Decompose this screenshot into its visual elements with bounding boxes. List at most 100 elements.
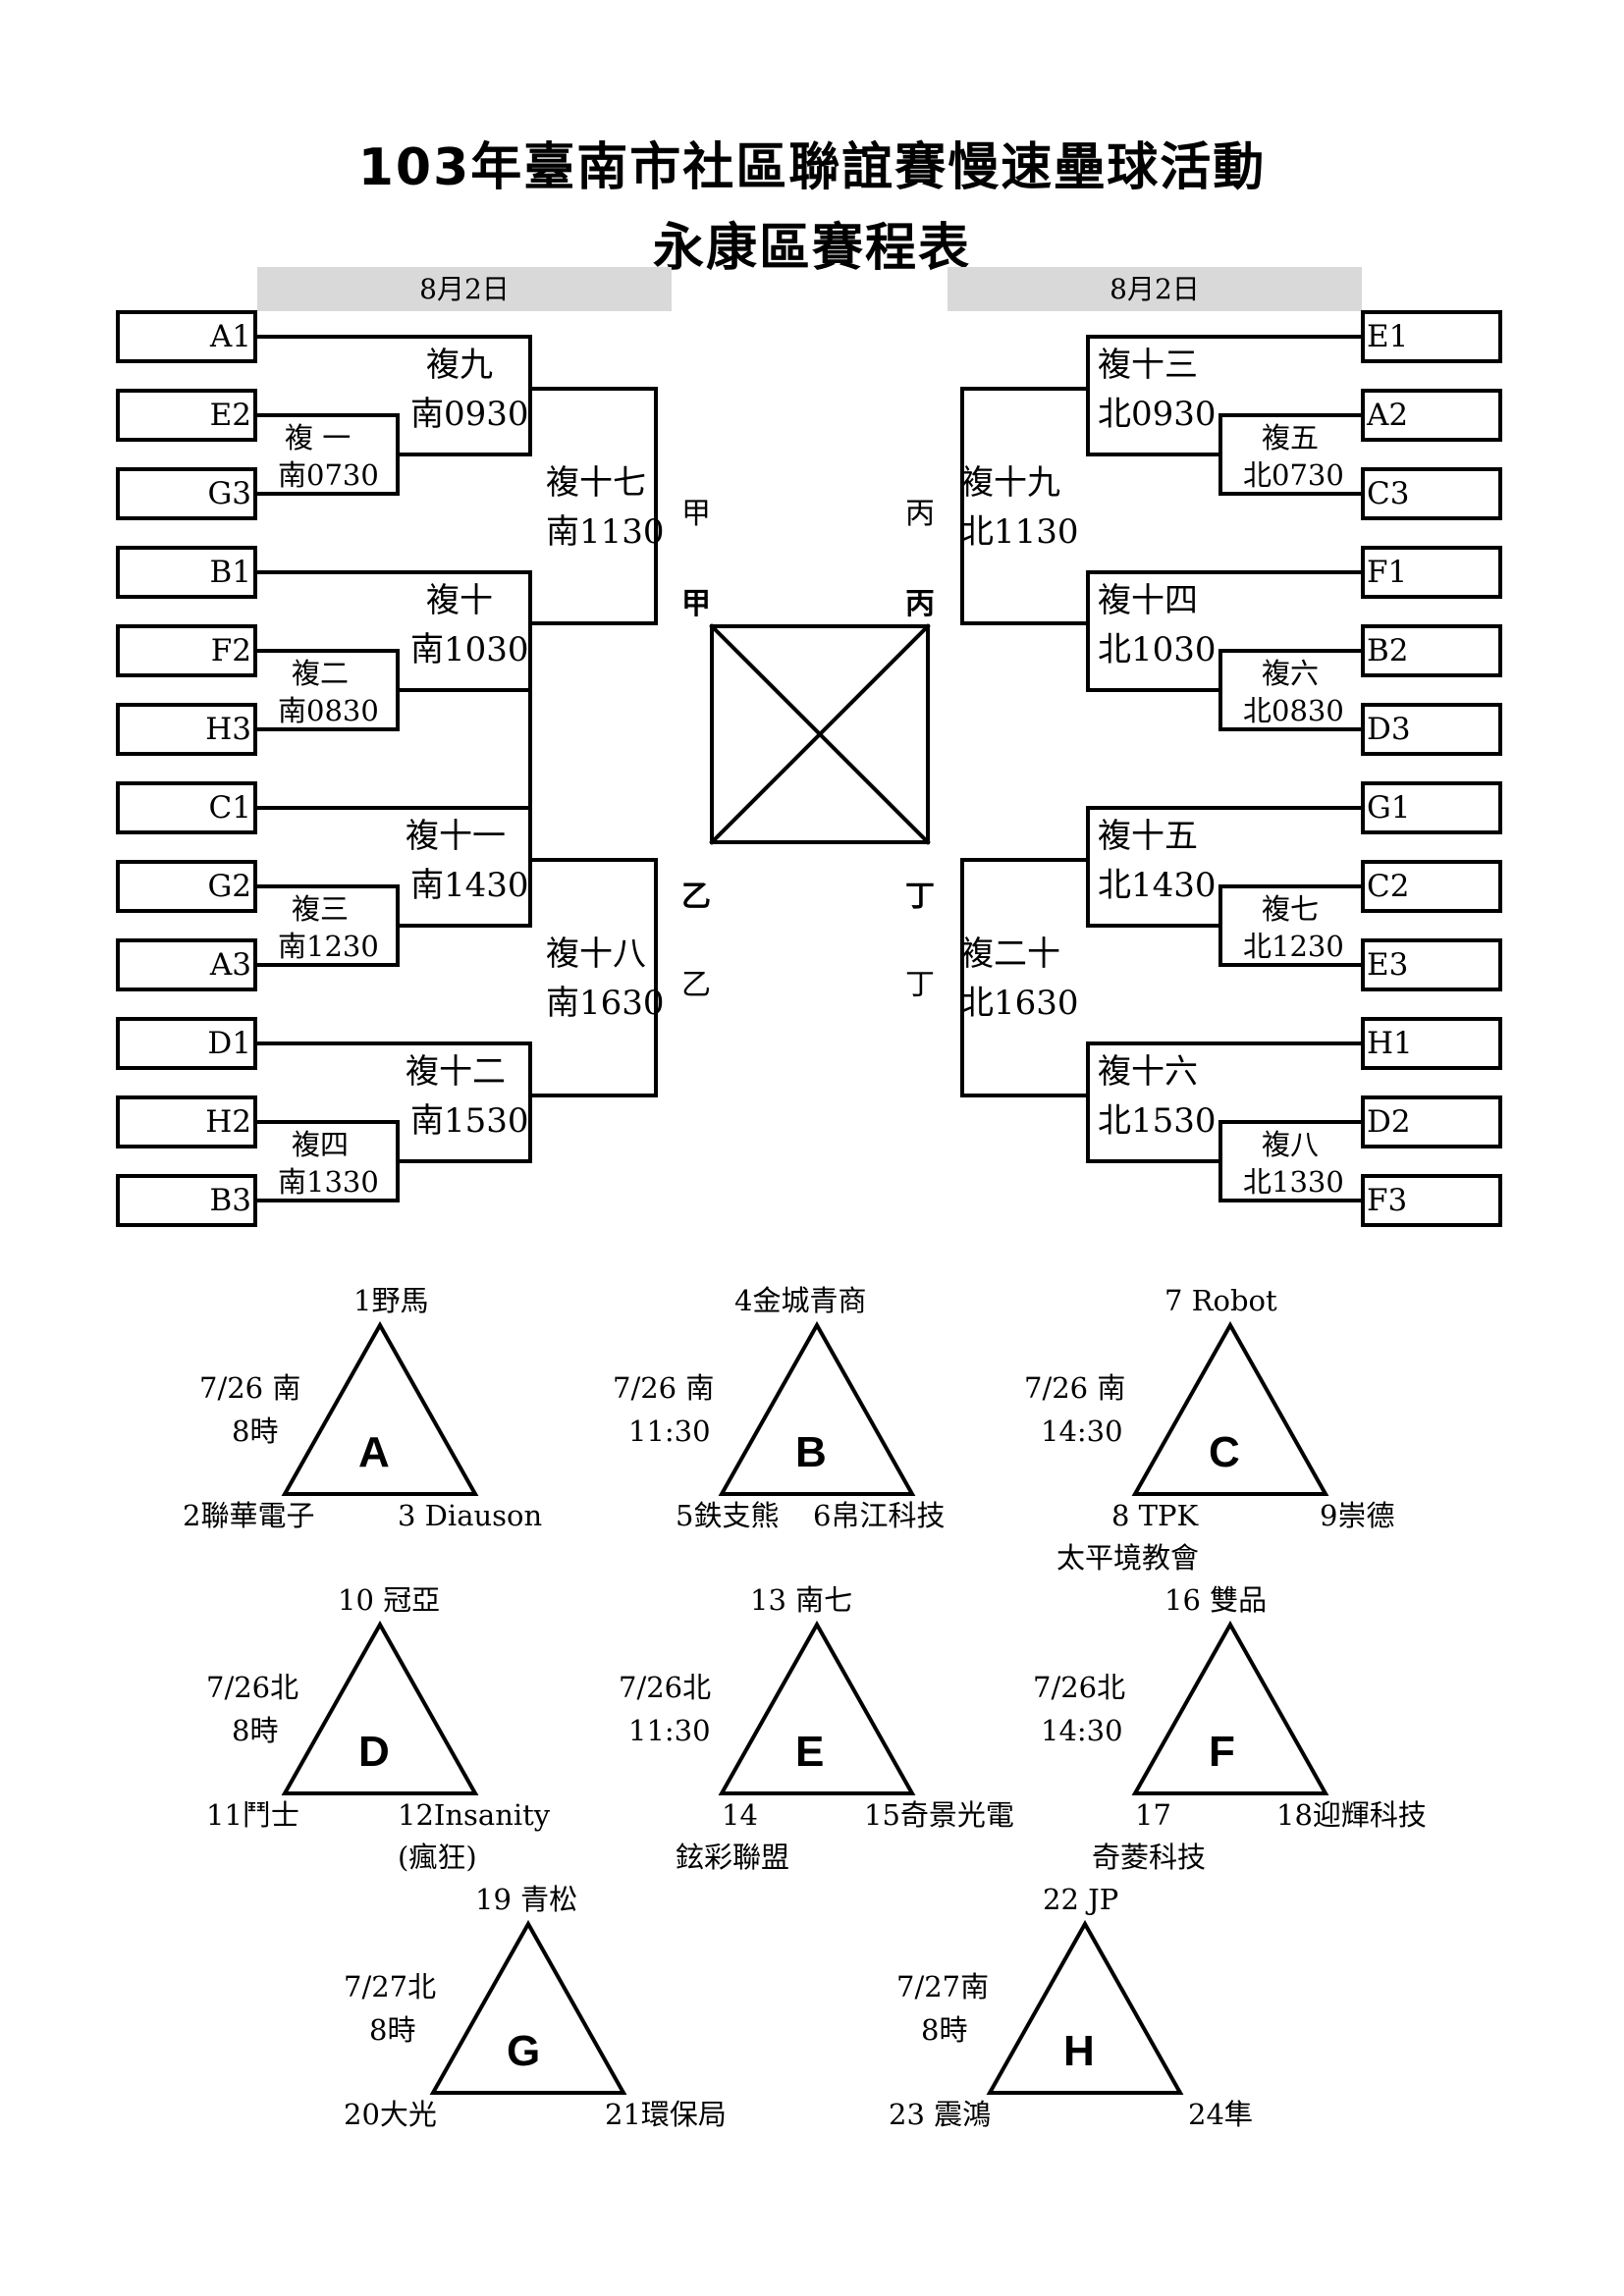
slot-G3: G3 (207, 476, 252, 511)
slot-H1: H1 (1367, 1026, 1413, 1061)
slot-E2: E2 (209, 398, 251, 433)
game-2-name: 複二 (292, 657, 350, 690)
group-d-letter: D (358, 1728, 390, 1776)
game-11-name: 複十一 (406, 817, 506, 856)
group-f-left-team: 17 (1135, 1798, 1171, 1832)
marker-yi: 乙 (681, 968, 711, 1002)
group-g-date: 7/27北 (344, 1970, 437, 2003)
group-d-time: 8時 (232, 1714, 279, 1747)
game-3-name: 複三 (292, 892, 350, 926)
group-e-date: 7/26北 (619, 1671, 712, 1704)
slot-G1: G1 (1367, 790, 1411, 826)
game-10-time: 南1030 (410, 630, 529, 669)
slot-A1: A1 (209, 319, 251, 354)
group-d-date: 7/26北 (206, 1671, 299, 1704)
group-b-date: 7/26 南 (613, 1371, 715, 1405)
game-13-name: 複十三 (1098, 346, 1198, 385)
slot-H3: H3 (205, 712, 251, 747)
game-16-time: 北1530 (1098, 1101, 1217, 1141)
slot-C1: C1 (208, 790, 251, 826)
group-d-top-team: 10 冠亞 (338, 1583, 441, 1617)
group-h-date: 7/27南 (896, 1970, 990, 2003)
group-h-letter: H (1063, 2027, 1095, 2075)
game-5-time: 北0730 (1243, 458, 1344, 492)
date-bar-left: 8月2日 (257, 267, 672, 311)
marker-jia: 甲 (681, 497, 711, 531)
slot-A3: A3 (209, 947, 251, 983)
group-a-date: 7/26 南 (199, 1371, 301, 1405)
group-e-letter: E (795, 1728, 825, 1776)
group-h-left-team: 23 震鴻 (889, 2098, 992, 2131)
game-1-time: 南0730 (278, 458, 379, 492)
game-6-time: 北0830 (1243, 694, 1344, 727)
game-4-name: 複四 (292, 1128, 350, 1161)
group-c-time: 14:30 (1041, 1415, 1123, 1448)
group-b-letter: B (795, 1428, 827, 1476)
group-f-date: 7/26北 (1033, 1671, 1126, 1704)
group-a-letter: A (358, 1428, 390, 1476)
game-14-time: 北1030 (1098, 630, 1217, 669)
group-a-time: 8時 (232, 1415, 279, 1448)
group-g-left-team: 20大光 (344, 2098, 437, 2131)
group-g-time: 8時 (369, 2013, 416, 2047)
slot-B3: B3 (209, 1183, 251, 1218)
game-3-time: 南1230 (278, 930, 379, 963)
group-d-left-team: 11鬥士 (206, 1798, 299, 1832)
group-d-right-team: 12Insanity (398, 1798, 551, 1832)
slot-D2: D2 (1367, 1104, 1411, 1140)
slot-G2: G2 (207, 869, 252, 904)
game-6-name: 複六 (1262, 657, 1320, 690)
group-a-left-team: 2聯華電子 (183, 1499, 315, 1532)
group-h-top-team: 22 JP (1043, 1883, 1119, 1916)
slot-B2: B2 (1367, 633, 1409, 668)
group-c-letter: C (1209, 1428, 1240, 1476)
slot-B1: B1 (209, 555, 251, 590)
group-h-right-team: 24隼 (1188, 2098, 1253, 2131)
slot-F2: F2 (210, 633, 251, 668)
slot-E3: E3 (1367, 947, 1409, 983)
group-f-letter: F (1209, 1728, 1235, 1776)
game-15-name: 複十五 (1098, 817, 1198, 856)
group-f-top-team: 16 雙品 (1164, 1583, 1268, 1617)
group-b-top-team: 4金城青商 (734, 1284, 867, 1317)
game-18-name: 複十八 (546, 934, 646, 974)
marker-yi-bold: 乙 (681, 880, 711, 914)
game-16-name: 複十六 (1098, 1052, 1198, 1092)
game-12-name: 複十二 (406, 1052, 506, 1092)
group-f-right-team: 18迎輝科技 (1276, 1798, 1427, 1832)
group-c-left-team: 8 TPK (1111, 1499, 1199, 1532)
group-g-right-team: 21環保局 (605, 2098, 727, 2131)
game-19-time: 北1130 (960, 512, 1079, 552)
game-7-name: 複七 (1262, 892, 1320, 926)
group-g-top-team: 19 青松 (475, 1883, 578, 1916)
slot-C2: C2 (1367, 869, 1410, 904)
group-b-left-team: 5鉄支熊 (676, 1499, 780, 1532)
game-20-name: 複二十 (960, 934, 1060, 974)
game-2-time: 南0830 (278, 694, 379, 727)
game-17-name: 複十七 (546, 463, 646, 503)
game-14-name: 複十四 (1098, 581, 1198, 620)
marker-ding-bold: 丁 (905, 880, 935, 914)
slot-C3: C3 (1367, 476, 1410, 511)
group-f-left-team-line2: 奇菱科技 (1092, 1841, 1207, 1874)
group-d-right-team-line2: (瘋狂) (398, 1841, 477, 1874)
game-13-time: 北0930 (1098, 395, 1217, 434)
date-bar-right: 8月2日 (947, 267, 1362, 311)
group-a-top-team: 1野馬 (353, 1284, 429, 1317)
group-f-time: 14:30 (1041, 1714, 1123, 1747)
group-c-date: 7/26 南 (1024, 1371, 1126, 1405)
page-subtitle: 永康區賽程表 (652, 219, 971, 278)
game-11-time: 南1430 (410, 866, 529, 905)
game-18-time: 南1630 (546, 984, 665, 1023)
group-g-letter: G (507, 2027, 541, 2075)
game-5-name: 複五 (1262, 421, 1320, 454)
game-12-time: 南1530 (410, 1101, 529, 1141)
marker-jia-bold: 甲 (681, 587, 711, 621)
slot-F1: F1 (1367, 555, 1408, 590)
game-20-time: 北1630 (960, 984, 1079, 1023)
game-8-time: 北1330 (1243, 1165, 1344, 1199)
game-1-name: 複 一 (285, 421, 352, 454)
slot-H2: H2 (205, 1104, 251, 1140)
game-15-time: 北1430 (1098, 866, 1217, 905)
